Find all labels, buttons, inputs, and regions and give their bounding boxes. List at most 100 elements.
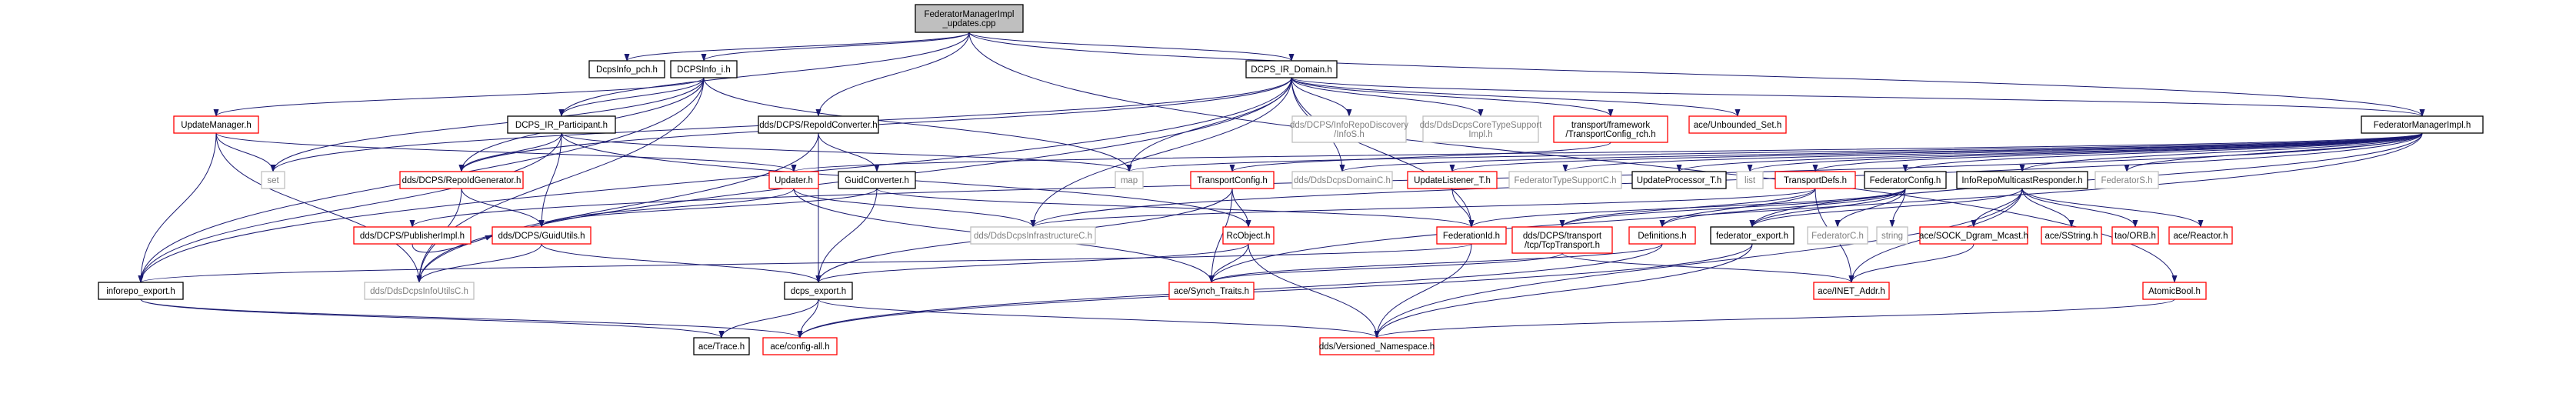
node-dcpsinfo-i[interactable]: DCPSInfo_i.h [670, 60, 738, 78]
edge-root-to-dcps_ir_participant [558, 32, 970, 117]
edge-rcobject-to-versioned_ns [1248, 243, 1380, 339]
node-updater[interactable]: Updater.h [768, 171, 819, 189]
node-box [670, 60, 738, 78]
node-updatemanager[interactable]: UpdateManager.h [173, 115, 259, 134]
edge-updater-to-guidutils [538, 188, 795, 228]
edge-publisherimpl-to-guidutils [412, 235, 493, 253]
node-box [838, 171, 916, 189]
node-updateprocessor[interactable]: UpdateProcessor_T.h [1631, 171, 1727, 189]
edge-dcps_ir_domain-to-inforepo_export [138, 77, 1292, 283]
node-box [1688, 115, 1787, 134]
node-transportconfig[interactable]: TransportConfig.h [1190, 171, 1275, 189]
node-label: inforepo_export.h [106, 287, 175, 296]
edge-updatelistener-to-federationid [1451, 188, 1475, 228]
node-label: RcObject.h [1227, 232, 1271, 241]
node-trace[interactable]: ace/Trace.h [693, 337, 750, 355]
node-dcps-ir-domain[interactable]: DCPS_IR_Domain.h [1245, 60, 1338, 78]
edge-dcps_export-to-versioned_ns [818, 299, 1380, 339]
edge-guidconverter-to-federationid [876, 188, 1475, 228]
node-label: /InfoS.h [1334, 130, 1365, 139]
node-transportconfig-rch[interactable]: transport/framework/TransportConfig_rch.… [1553, 115, 1668, 143]
node-box [588, 60, 665, 78]
node-federator-export[interactable]: federator_export.h [1710, 226, 1795, 245]
node-label: dds/DCPS/PublisherImpl.h [360, 232, 465, 241]
edge-repoidconverter-to-guidconverter [818, 132, 880, 172]
node-dcps-ir-participant[interactable]: DCPS_IR_Participant.h [507, 115, 616, 134]
node-atomicbool[interactable]: AtomicBool.h [2142, 282, 2207, 300]
node-typesupportc: FederatorTypeSupportC.h [1508, 171, 1622, 189]
node-box [1807, 226, 1868, 245]
node-box [173, 115, 259, 134]
node-label: dds/DdsDcpsInfoUtilsC.h [370, 287, 468, 296]
node-guidutils[interactable]: dds/DCPS/GuidUtils.h [492, 226, 592, 245]
node-repoidconverter[interactable]: dds/DCPS/RepoIdConverter.h [758, 115, 879, 134]
node-synch-traits[interactable]: ace/Synch_Traits.h [1168, 282, 1255, 300]
node-label: ace/SString.h [2044, 232, 2098, 241]
node-box [1291, 115, 1407, 143]
edge-federatormanagerimpl-to-updatelistener [1449, 132, 2423, 172]
node-box [1553, 115, 1668, 143]
edge-updatemanager-to-infoutilsc [215, 132, 422, 283]
node-repoidgenerator[interactable]: dds/DCPS/RepoIdGenerator.h [399, 171, 524, 189]
node-label: transport/framework [1571, 121, 1651, 130]
node-inforepo-export[interactable]: inforepo_export.h [98, 282, 184, 300]
edge-inforepomulticast-to-reactor [2021, 188, 2204, 228]
edge-federatorconfig-to-tcptransport [1559, 188, 1906, 228]
edge-federatorconfig-to-definitions [1659, 188, 1906, 228]
node-layer: FederatorManagerImpl_updates.cppDcpsInfo… [98, 4, 2484, 355]
node-sock-dgram[interactable]: ace/SOCK_Dgram_Mcast.h [1919, 226, 2028, 245]
node-inforepomulticast[interactable]: InfoRepoMulticastResponder.h [1956, 171, 2088, 189]
node-label: UpdateManager.h [181, 121, 251, 130]
node-box [1245, 60, 1338, 78]
node-federatormanagerimpl[interactable]: FederatorManagerImpl.h [2361, 115, 2484, 134]
edge-transportconfig-to-rcobject [1231, 188, 1251, 228]
node-publisherimpl[interactable]: dds/DCPS/PublisherImpl.h [353, 226, 472, 245]
node-sstring[interactable]: ace/SString.h [2041, 226, 2102, 245]
node-inet-addr[interactable]: ace/INET_Addr.h [1813, 282, 1890, 300]
edge-guidutils-to-infoutilsc [416, 243, 542, 283]
edge-federatormanagerimpl-to-domainc [1340, 132, 2423, 172]
edge-updatemanager-to-inforepo_export [138, 132, 217, 283]
node-box [261, 171, 285, 189]
edge-repoidconverter-to-infoutilsc [416, 132, 819, 283]
node-federatorconfig[interactable]: FederatorConfig.h [1864, 171, 1947, 189]
node-guidconverter[interactable]: GuidConverter.h [838, 171, 916, 189]
node-box [507, 115, 616, 134]
edge-updatemanager-to-set [215, 132, 276, 172]
node-map: map [1115, 171, 1144, 189]
node-dcpsinfo-pch[interactable]: DcpsInfo_pch.h [588, 60, 665, 78]
node-federationid[interactable]: FederationId.h [1436, 226, 1507, 245]
node-reactor[interactable]: ace/Reactor.h [2168, 226, 2233, 245]
node-transportdefs[interactable]: TransportDefs.h [1775, 171, 1856, 189]
node-dcps-export[interactable]: dcps_export.h [784, 282, 853, 300]
node-label: TransportDefs.h [1784, 176, 1847, 185]
node-label: InfoRepoMulticastResponder.h [1961, 176, 2082, 185]
edge-federatorconfig-to-federatorc [1835, 188, 1906, 228]
node-unbounded-set[interactable]: ace/Unbounded_Set.h [1688, 115, 1787, 134]
node-label: ace/Reactor.h [2174, 232, 2228, 241]
node-rcobject[interactable]: RcObject.h [1222, 226, 1275, 245]
node-list: list [1736, 171, 1764, 189]
node-box [1168, 282, 1255, 300]
node-definitions[interactable]: Definitions.h [1628, 226, 1696, 245]
node-root: FederatorManagerImpl_updates.cpp [915, 4, 1024, 33]
node-versioned-ns[interactable]: dds/Versioned_Namespace.h [1319, 337, 1435, 355]
node-config-all[interactable]: ace/config-all.h [762, 337, 838, 355]
node-box [2111, 226, 2159, 245]
node-federators: FederatorS.h [2094, 171, 2159, 189]
node-updatelistener[interactable]: UpdateListener_T.h [1407, 171, 1498, 189]
node-label: DCPS_IR_Domain.h [1251, 65, 1331, 75]
node-label: ace/Synch_Traits.h [1174, 287, 1249, 296]
edge-federatormanagerimpl-to-map [1127, 132, 2423, 172]
node-label: string [1881, 232, 1903, 241]
node-infodiscovery: dds/DCPS/InfoRepoDiscovery/InfoS.h [1290, 115, 1408, 143]
node-domainc: dds/DdsDcpsDomainC.h [1291, 171, 1393, 189]
node-orb[interactable]: tao/ORB.h [2111, 226, 2159, 245]
node-box [2361, 115, 2484, 134]
node-box [399, 171, 524, 189]
node-box [693, 337, 750, 355]
node-tcptransport[interactable]: dds/DCPS/transport/tcp/TcpTransport.h [1511, 226, 1613, 254]
node-label: AtomicBool.h [2148, 287, 2201, 296]
node-box [1736, 171, 1764, 189]
node-label: ace/INET_Addr.h [1818, 287, 1885, 296]
